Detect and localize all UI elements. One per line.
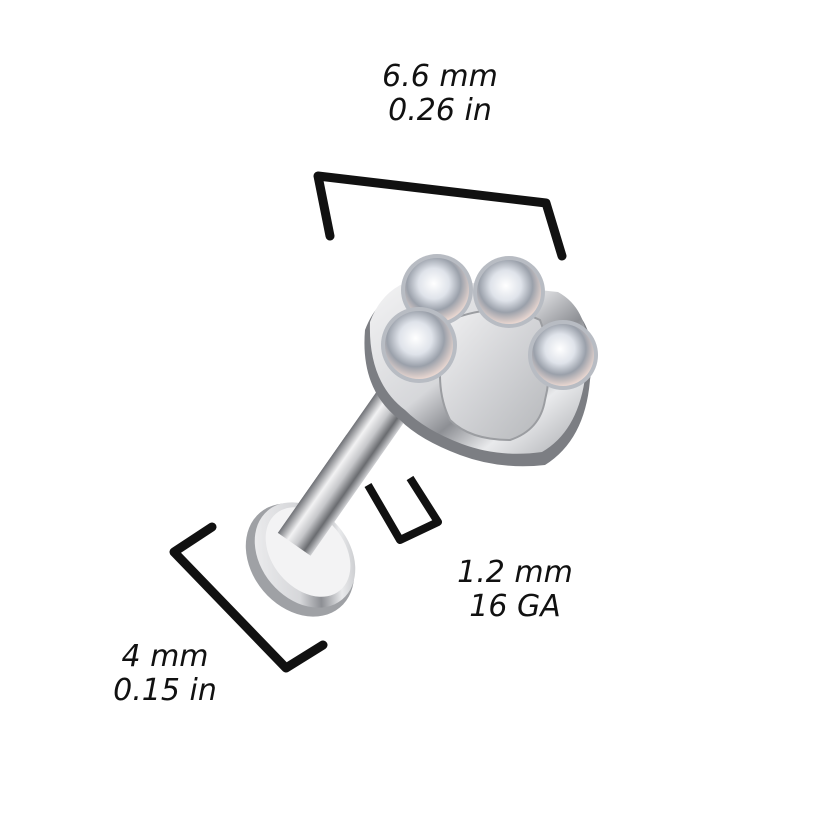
top-width-bracket bbox=[313, 171, 567, 261]
paw-top bbox=[364, 254, 598, 467]
disc-diameter-label: 4 mm 0.15 in bbox=[95, 640, 235, 708]
disc-diameter-mm: 4 mm bbox=[121, 639, 209, 674]
gauge-bracket bbox=[364, 475, 442, 544]
gem-3 bbox=[381, 307, 457, 383]
gem-2 bbox=[473, 256, 545, 328]
bar-gauge-label: 1.2 mm 16 GA bbox=[440, 556, 590, 624]
top-width-label: 6.6 mm 0.26 in bbox=[340, 60, 540, 128]
disc-diameter-in: 0.15 in bbox=[113, 673, 217, 708]
bar-gauge-ga: 16 GA bbox=[469, 589, 561, 624]
paw-main-pad bbox=[439, 309, 550, 442]
bar-gauge-mm: 1.2 mm bbox=[457, 555, 573, 590]
top-width-mm: 6.6 mm bbox=[382, 59, 498, 94]
top-width-in: 0.26 in bbox=[388, 93, 492, 128]
disc-diameter-bracket bbox=[169, 522, 328, 673]
gem-4 bbox=[528, 320, 598, 390]
